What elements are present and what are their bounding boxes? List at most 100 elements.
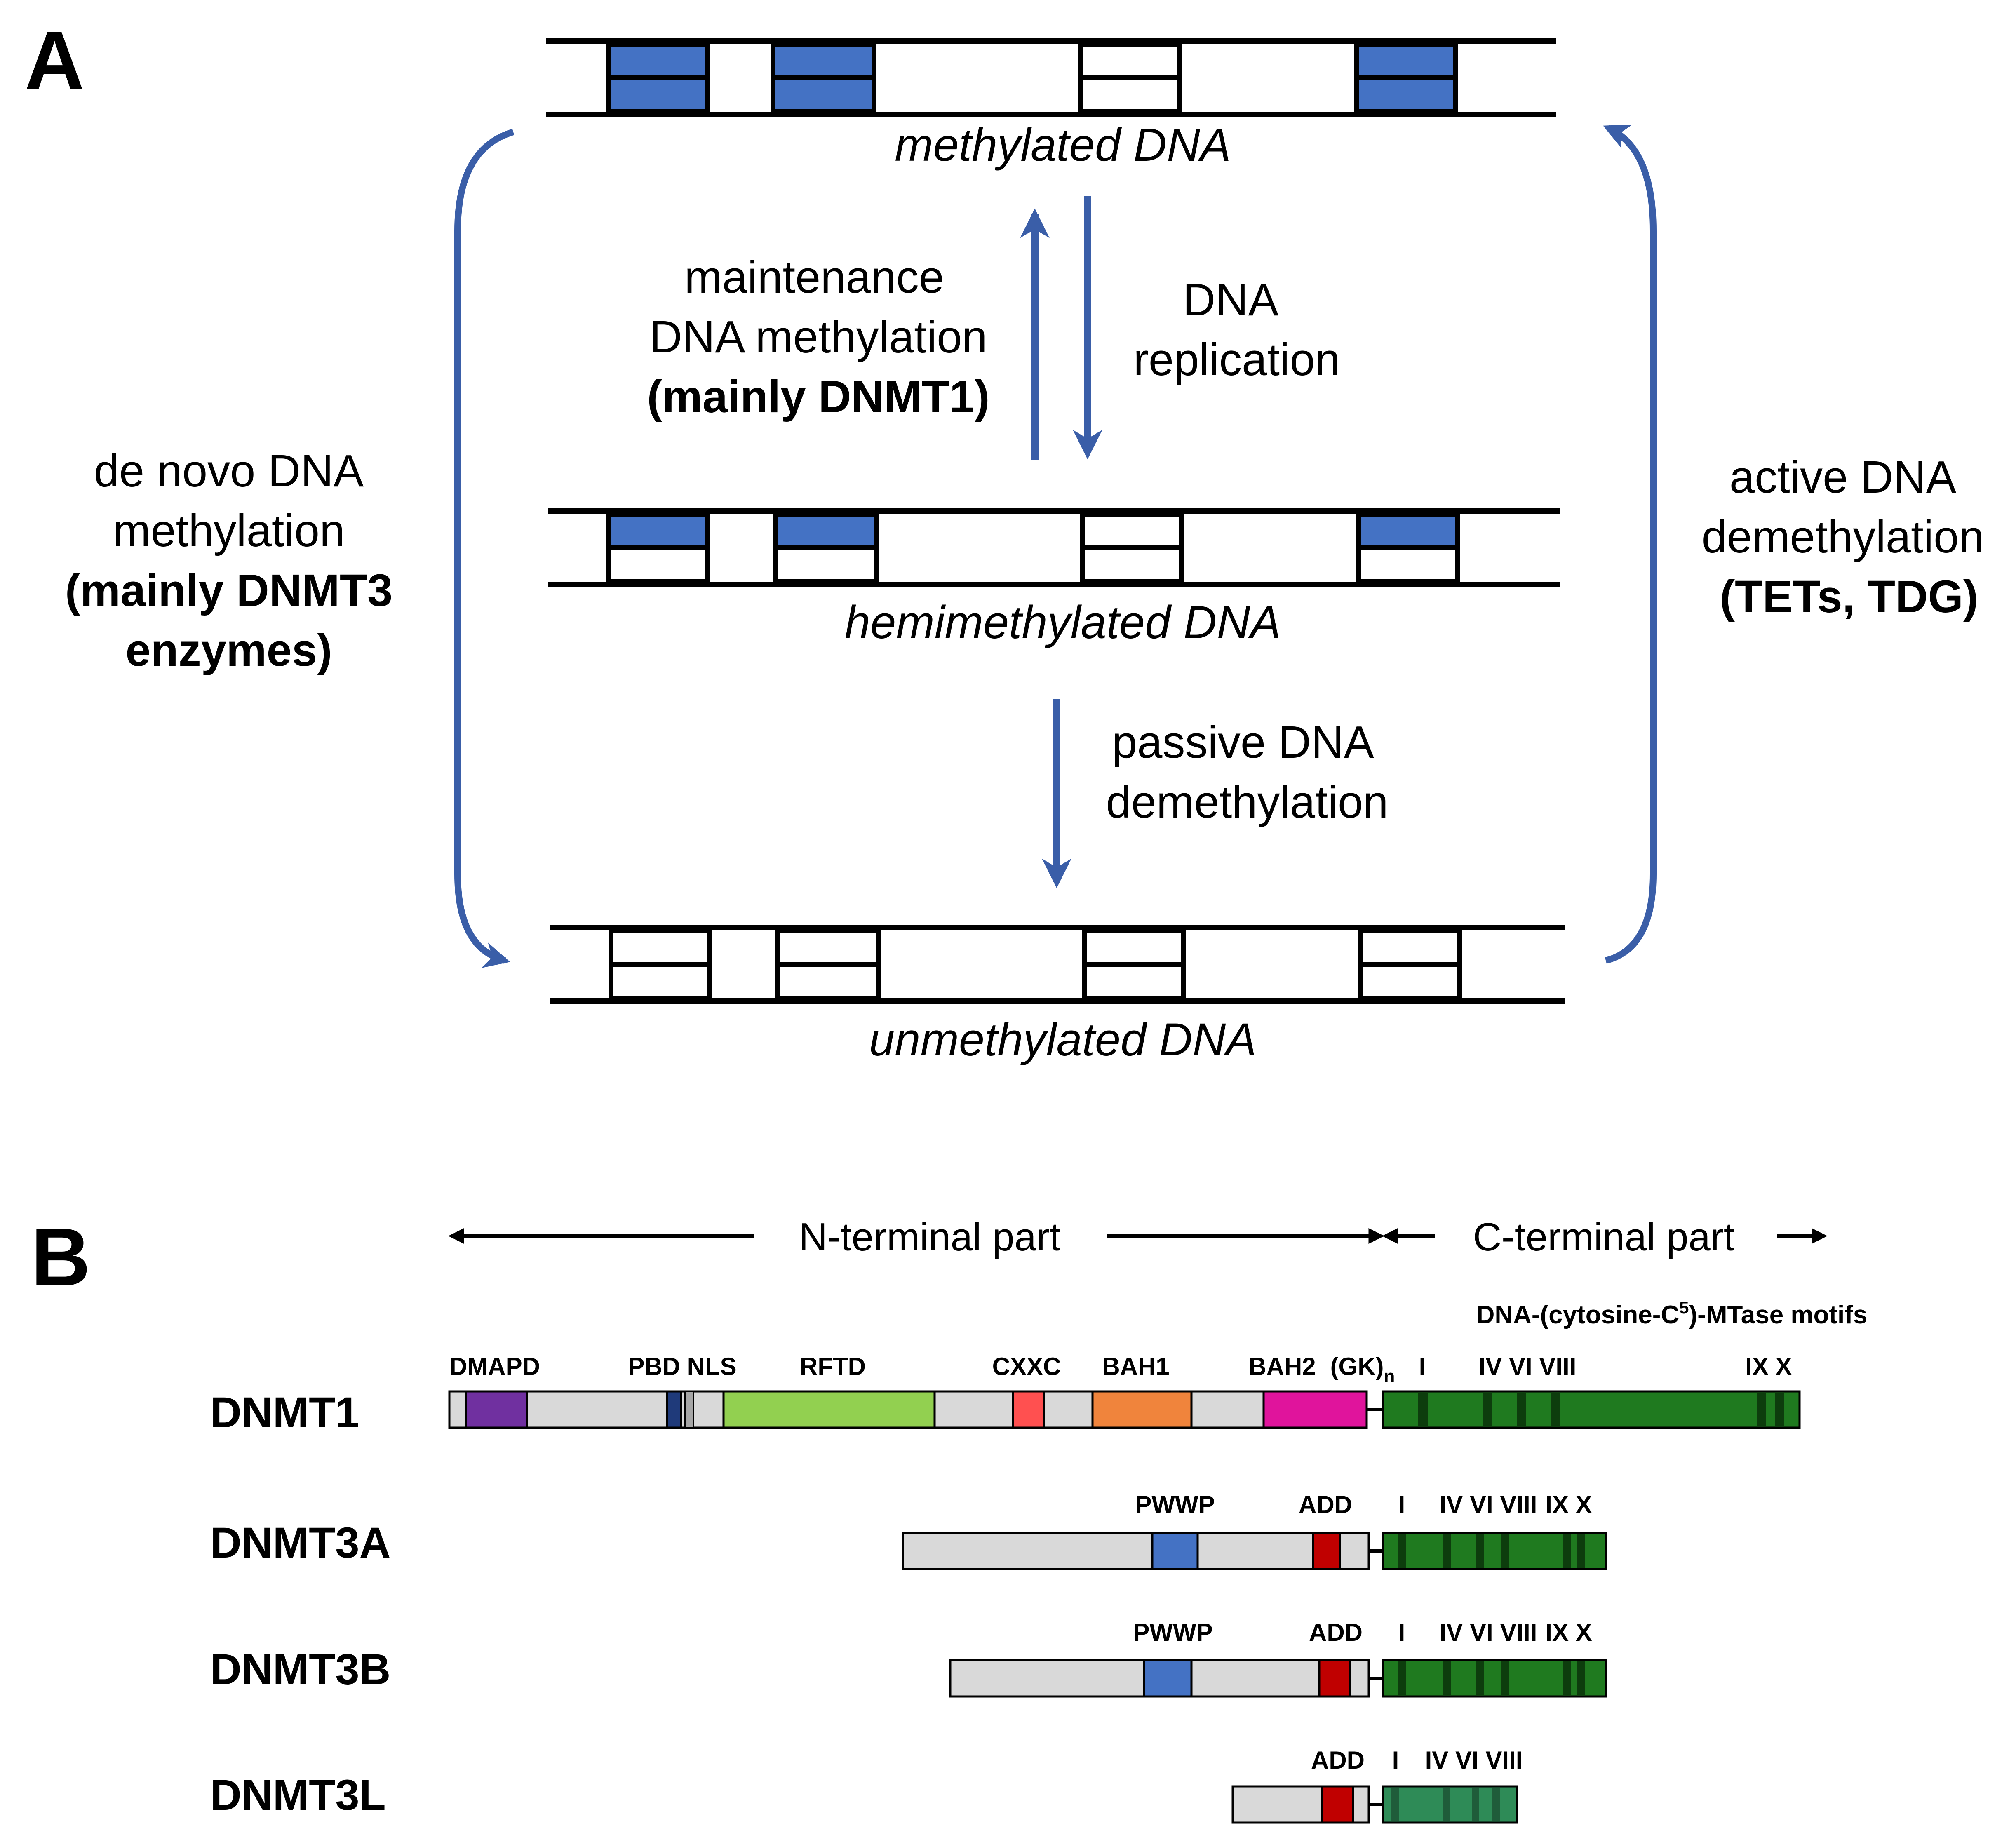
dnmt3l-motif-vi <box>1472 1788 1479 1821</box>
cpg-site-2 <box>771 42 876 114</box>
dnmt1-nls-domain <box>684 1391 694 1429</box>
dnmt3b-motif-vi <box>1476 1661 1484 1695</box>
dnmt3b-motif-x <box>1577 1661 1585 1695</box>
dnmt3l-motif-iv-vi-viii-label: IV VI VIII <box>1425 1746 1523 1774</box>
dnmt3b-add-label: ADD <box>1309 1619 1363 1646</box>
dnmt1-motif-viii <box>1551 1393 1560 1426</box>
dnmt1-dmapd-domain <box>465 1390 528 1429</box>
de-novo-methylation-arrow <box>454 129 515 968</box>
methylated-dna-caption: methylated DNA <box>895 119 1231 171</box>
dnmt3l-name: DNMT3L <box>210 1771 386 1819</box>
dnmt1-protein-bar <box>448 1390 1801 1429</box>
passive-line-2: demethylation <box>1106 777 1389 827</box>
dnmt3a-motif-ix-x-label: IX X <box>1545 1491 1592 1518</box>
passive-demethylation-label: passive DNA demethylation <box>1106 717 1389 827</box>
dnmt3b-motif-i <box>1398 1661 1406 1695</box>
hemi-site-4 <box>1356 512 1460 584</box>
unmeth-site-1 <box>609 928 712 1001</box>
panel-b-label: B <box>31 1211 90 1303</box>
dnmt1-catalytic-domain <box>1382 1390 1801 1429</box>
dnmt3l-row: DNMT3L ADD I IV VI VIII <box>210 1746 1523 1824</box>
maintenance-line-1: maintenance <box>684 252 944 303</box>
replication-line-1: DNA <box>1183 275 1279 325</box>
dnmt3a-add-domain <box>1312 1532 1341 1570</box>
active-line-1: active DNA <box>1729 452 1957 503</box>
dnmt3l-motif-i <box>1391 1788 1399 1821</box>
dnmt1-motif-i-label: I <box>1419 1353 1426 1380</box>
dnmt3b-add-domain <box>1318 1659 1351 1698</box>
cpg-site-3 <box>1078 42 1182 114</box>
dnmt3a-protein-bar <box>902 1532 1607 1570</box>
dnmt3a-motif-ix <box>1563 1534 1571 1568</box>
dnmt1-bah1-label: BAH1 <box>1102 1353 1169 1380</box>
unmethylated-dna-caption: unmethylated DNA <box>869 1014 1257 1065</box>
panel-a-label: A <box>25 14 84 106</box>
dnmt1-bah2-domain <box>1262 1390 1368 1429</box>
dnmt1-motif-x <box>1775 1393 1784 1426</box>
dnmt3b-name: DNMT3B <box>210 1645 390 1694</box>
dnmt1-motif-ix-x-label: IX X <box>1745 1353 1792 1380</box>
cpg-site-4 <box>1354 42 1458 114</box>
dnmt3b-motif-i-label: I <box>1398 1619 1405 1646</box>
dnmt1-pbd-nls-label: PBD NLS <box>628 1353 736 1380</box>
dnmt3a-motif-iv <box>1443 1534 1451 1568</box>
n-terminal-label: N-terminal part <box>799 1215 1061 1259</box>
maintenance-line-3: (mainly DNMT1) <box>647 371 989 422</box>
dnmt3l-motif-i-label: I <box>1392 1746 1399 1774</box>
dnmt3a-motif-x <box>1577 1534 1585 1568</box>
denovo-line-2: methylation <box>113 505 345 556</box>
dnmt3a-motif-vi <box>1476 1534 1484 1568</box>
dnmt3a-name: DNMT3A <box>210 1519 390 1567</box>
hemimethylated-dna <box>548 508 1560 587</box>
replication-line-2: replication <box>1133 334 1340 385</box>
dnmt1-cxxc-label: CXXC <box>992 1353 1061 1380</box>
dnmt1-motif-iv <box>1483 1393 1492 1426</box>
mtase-motifs-title: DNA-(cytosine-C5)-MTase motifs <box>1476 1298 1868 1329</box>
hemi-site-2 <box>773 512 879 584</box>
unmeth-site-2 <box>775 928 881 1001</box>
dnmt1-rftd-domain <box>722 1390 936 1429</box>
dnmt3l-motif-viii <box>1492 1788 1500 1821</box>
dnmt3b-pwwp-label: PWWP <box>1133 1619 1212 1646</box>
hemi-site-3 <box>1080 512 1184 584</box>
dnmt1-motif-vi <box>1517 1393 1526 1426</box>
hemimethylated-dna-caption: hemimethylated DNA <box>845 597 1281 648</box>
de-novo-methylation-label: de novo DNA methylation (mainly DNMT3 en… <box>65 446 393 676</box>
dnmt3b-row: DNMT3B PWWP ADD I IV VI VIII IX X <box>210 1619 1607 1698</box>
dnmt1-motif-ix <box>1757 1393 1766 1426</box>
dnmt3b-protein-bar <box>949 1659 1607 1698</box>
dnmt3b-motif-ix <box>1563 1661 1571 1695</box>
dnmt3a-motif-i-label: I <box>1398 1491 1405 1518</box>
dnmt3b-motif-iv <box>1443 1661 1451 1695</box>
unmeth-site-4 <box>1358 928 1462 1001</box>
active-line-2: demethylation <box>1702 512 1984 562</box>
dnmt1-gk-label: (GK)n <box>1330 1353 1395 1386</box>
unmethylated-dna <box>550 925 1565 1004</box>
methylated-dna <box>546 38 1556 117</box>
maintenance-methylation-label: maintenance DNA methylation (mainly DNMT… <box>647 252 989 422</box>
dnmt1-motif-i <box>1418 1393 1428 1426</box>
dnmt3a-catalytic-domain <box>1382 1532 1607 1570</box>
dnmt3b-pwwp-domain <box>1143 1659 1193 1698</box>
dnmt3a-pwwp-label: PWWP <box>1135 1491 1215 1518</box>
dnmt1-dmapd-label: DMAPD <box>449 1353 540 1380</box>
dnmt3a-pwwp-domain <box>1151 1532 1199 1570</box>
passive-line-1: passive DNA <box>1112 717 1374 768</box>
active-line-3: (TETs, TDG) <box>1720 571 1978 622</box>
dnmt1-row: DNMT1 DMAPD PBD NLS RFTD CXXC BAH1 BAH2 … <box>210 1353 1801 1437</box>
dnmt1-cxxc-domain <box>1012 1390 1045 1429</box>
dnmt3a-add-label: ADD <box>1299 1491 1352 1518</box>
dnmt3a-row: DNMT3A PWWP ADD I IV VI VIII IX X <box>210 1491 1607 1570</box>
dna-replication-label: DNA replication <box>1133 275 1340 385</box>
maintenance-line-2: DNA methylation <box>649 312 987 362</box>
active-demethylation-arrow <box>1603 125 1657 964</box>
unmeth-site-3 <box>1082 928 1186 1001</box>
hemi-site-1 <box>606 512 710 584</box>
dnmt3a-motif-viii <box>1501 1534 1509 1568</box>
dnmt3l-motif-iv <box>1443 1788 1450 1821</box>
dnmt3b-motif-ix-x-label: IX X <box>1545 1619 1592 1646</box>
dnmt1-rftd-label: RFTD <box>800 1353 866 1380</box>
dnmt1-motif-iv-vi-viii-label: IV VI VIII <box>1479 1353 1577 1380</box>
dnmt3b-motif-iv-vi-viii-label: IV VI VIII <box>1440 1619 1537 1646</box>
